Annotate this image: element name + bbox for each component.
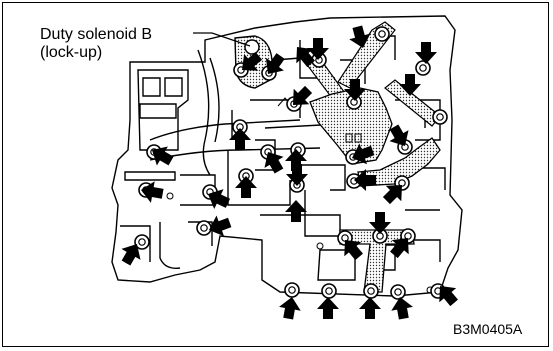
arrow [317,297,339,319]
arrow [235,176,257,198]
arrow [389,295,415,321]
callout-leader [193,32,251,47]
arrow [277,295,303,321]
stippled-plate-lower-right [357,137,441,187]
arrow [415,42,437,64]
figure-code: B3M0405A [453,321,523,337]
arrow [359,297,381,319]
callout-label-line2: (lock-up) [40,44,102,61]
arrow [285,200,307,222]
callout-label-line1: Duty solenoid B [40,26,152,43]
